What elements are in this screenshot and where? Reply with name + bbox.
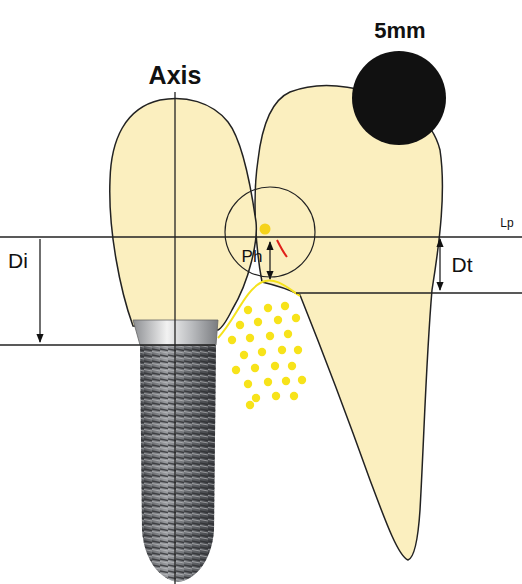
ph-arrow: [269, 242, 270, 279]
reference-ball: [352, 51, 446, 145]
lp-label: Lp: [500, 217, 513, 229]
implant-body: [140, 345, 216, 582]
natural-tooth: [255, 86, 442, 560]
di-label: Di: [8, 250, 28, 271]
axis-label: Axis: [149, 63, 202, 88]
axis-line: [174, 92, 175, 584]
dt-arrow: [439, 239, 440, 290]
contact-circle: [225, 187, 315, 277]
di-arrow: [39, 239, 40, 342]
dt-baseline: [296, 292, 522, 293]
dt-label: Dt: [452, 254, 473, 275]
implant-crown: [110, 98, 257, 330]
implant-threads: [140, 345, 216, 582]
contact-point: [260, 224, 271, 235]
ph-label: Ph: [242, 248, 263, 265]
bone-dots: [228, 302, 306, 409]
ball-size-label: 5mm: [374, 20, 425, 42]
di-baseline: [0, 344, 215, 345]
lp-line: [0, 236, 522, 237]
gingiva-line: [218, 280, 300, 338]
red-contour: [277, 240, 287, 257]
